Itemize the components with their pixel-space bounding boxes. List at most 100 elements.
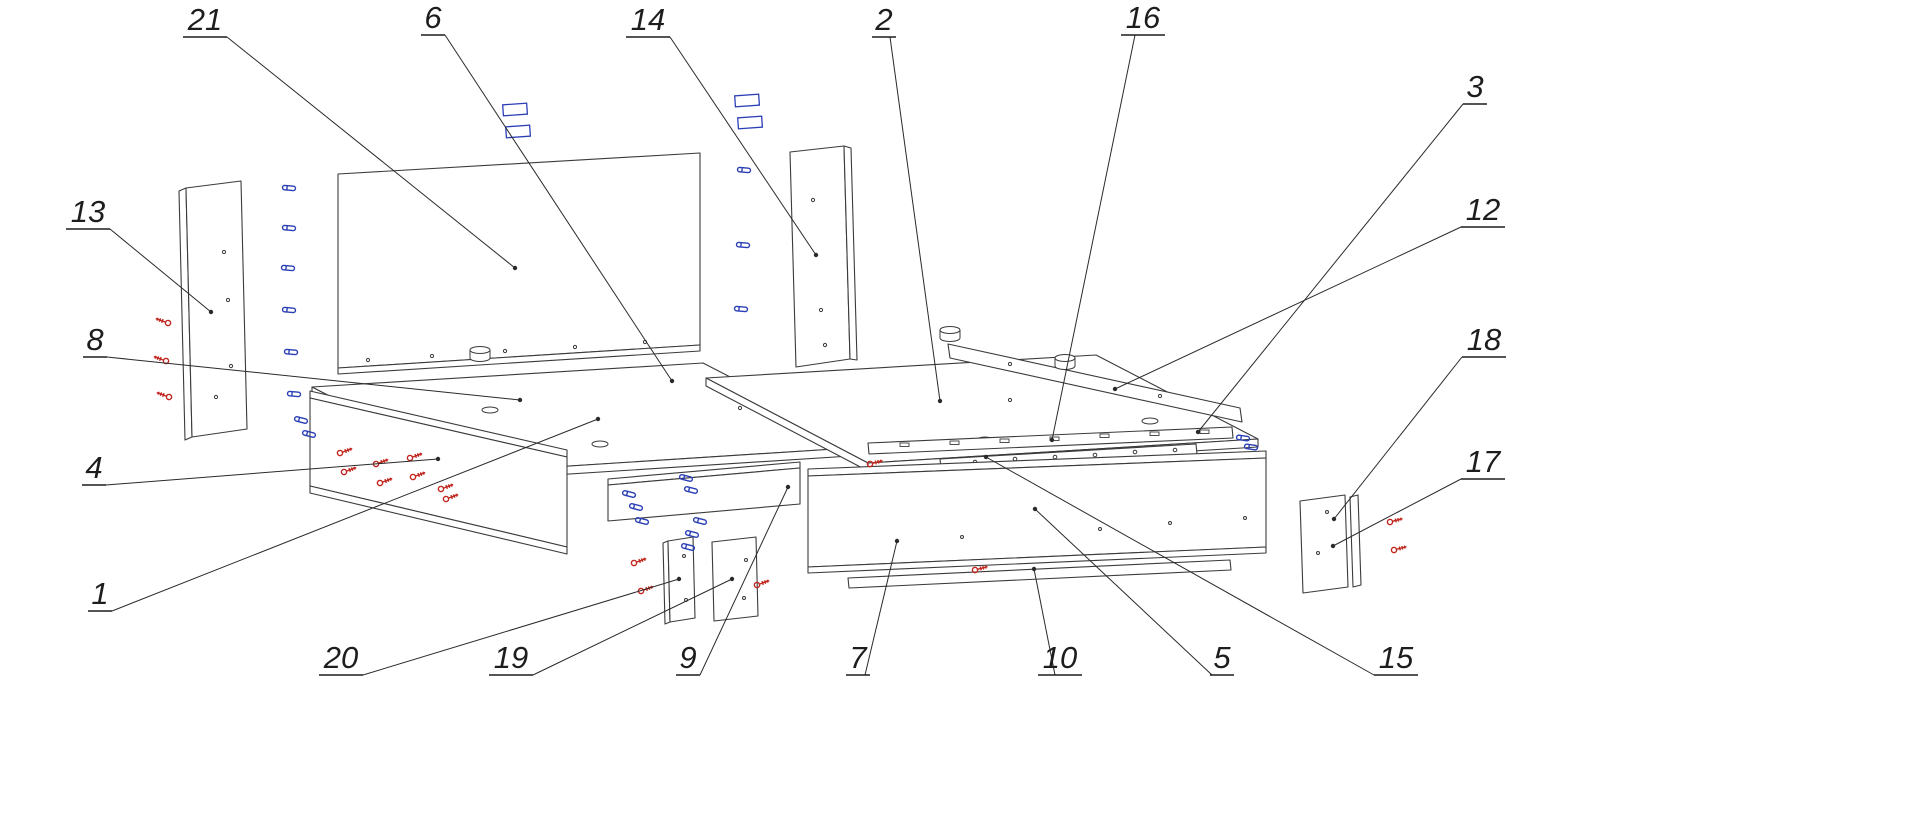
screw-icon: [155, 389, 174, 402]
callout-label: 1: [91, 576, 108, 611]
callout-label: 3: [1466, 69, 1483, 104]
hole: [225, 297, 231, 303]
callout-1: 1: [88, 416, 601, 612]
dowel-icon: [281, 306, 297, 314]
slot: [899, 442, 910, 447]
hole: [1157, 393, 1163, 399]
cam-lock-housing: [469, 346, 491, 362]
cam-lock-housing: [939, 326, 961, 342]
callout-label: 2: [874, 2, 892, 37]
callout-9: 9: [676, 484, 791, 676]
hole: [1325, 510, 1329, 514]
hole: [810, 197, 816, 203]
callout-label: 8: [86, 322, 104, 357]
hole: [213, 394, 219, 400]
callout-14: 14: [626, 2, 819, 258]
screw-icon: [629, 555, 648, 568]
part-headboard-panel: [337, 152, 701, 375]
part-right-side-panel: [789, 145, 858, 368]
callout-4: 4: [82, 450, 441, 486]
dowel-icon: [281, 184, 297, 192]
part-bottom-rail-strip: [847, 559, 1232, 589]
oval-hole: [591, 440, 609, 448]
hole: [742, 596, 746, 600]
callout-19: 19: [489, 576, 735, 676]
callout-20: 20: [319, 576, 682, 676]
callout-label: 20: [323, 640, 358, 675]
callout-21: 21: [183, 2, 518, 271]
part-back-rail: [947, 343, 1243, 423]
dowel-icon: [736, 166, 752, 174]
hole: [228, 363, 234, 369]
callout-7: 7: [846, 538, 900, 676]
callout-18: 18: [1331, 322, 1506, 522]
hole: [682, 554, 686, 558]
callout-label: 21: [187, 2, 222, 37]
cam-lock-housing: [1054, 354, 1076, 370]
callout-label: 9: [679, 640, 696, 675]
part-right-side-rail: [807, 450, 1267, 574]
dowel-icon: [692, 516, 708, 526]
hole: [1172, 447, 1178, 453]
callout-2: 2: [872, 2, 943, 404]
callout-label: 7: [849, 640, 868, 675]
clip-icon: [736, 115, 764, 130]
callout-8: 8: [83, 322, 523, 403]
callout-label: 13: [71, 194, 105, 229]
oval-hole: [1141, 417, 1159, 425]
callout-label: 12: [1466, 192, 1500, 227]
hole: [572, 344, 578, 350]
part-left-side-panel: [178, 180, 248, 441]
slot: [999, 438, 1010, 443]
hole: [1007, 397, 1013, 403]
dowel-icon: [293, 415, 309, 425]
hole: [502, 348, 508, 354]
hole: [1098, 527, 1102, 531]
screw-icon: [1390, 543, 1408, 554]
hole: [1052, 454, 1058, 460]
dowel-icon: [733, 305, 749, 313]
dowel-icon: [634, 516, 650, 526]
oval-hole: [481, 406, 499, 414]
hole: [822, 342, 828, 348]
dowel-icon: [286, 390, 302, 398]
callout-label: 10: [1043, 640, 1077, 675]
hole: [221, 249, 227, 255]
callout-6: 6: [421, 0, 675, 384]
hole: [1316, 551, 1320, 555]
callout-16: 16: [1049, 0, 1165, 443]
part-small-panel-right: [711, 536, 759, 622]
slot: [1099, 433, 1110, 438]
part-corner-bracket: [1299, 494, 1362, 594]
callout-label: 17: [1466, 444, 1502, 479]
hole: [960, 535, 964, 539]
hole: [1007, 361, 1013, 367]
hole: [1168, 521, 1172, 525]
callout-12: 12: [1112, 192, 1505, 392]
screw-icon: [154, 315, 173, 328]
callout-label: 6: [424, 0, 442, 35]
slot: [949, 440, 960, 445]
hole: [737, 405, 743, 411]
callout-label: 4: [85, 450, 102, 485]
slot: [1049, 436, 1060, 441]
callout-label: 14: [631, 2, 665, 37]
callout-label: 15: [1379, 640, 1414, 675]
hole: [1092, 452, 1098, 458]
callout-label: 16: [1126, 0, 1161, 35]
slot: [1199, 429, 1210, 434]
callout-13: 13: [66, 194, 214, 315]
dowel-icon: [280, 264, 296, 272]
callout-5: 5: [1032, 506, 1234, 676]
callout-label: 5: [1213, 640, 1231, 675]
part-left-side-rail: [309, 390, 568, 555]
callout-label: 18: [1467, 322, 1502, 357]
clip-icon: [501, 102, 529, 117]
callout-3: 3: [1195, 69, 1487, 435]
dowel-icon: [735, 241, 751, 249]
hole: [1012, 456, 1018, 462]
hole: [429, 353, 435, 359]
dowel-icon: [684, 529, 700, 539]
